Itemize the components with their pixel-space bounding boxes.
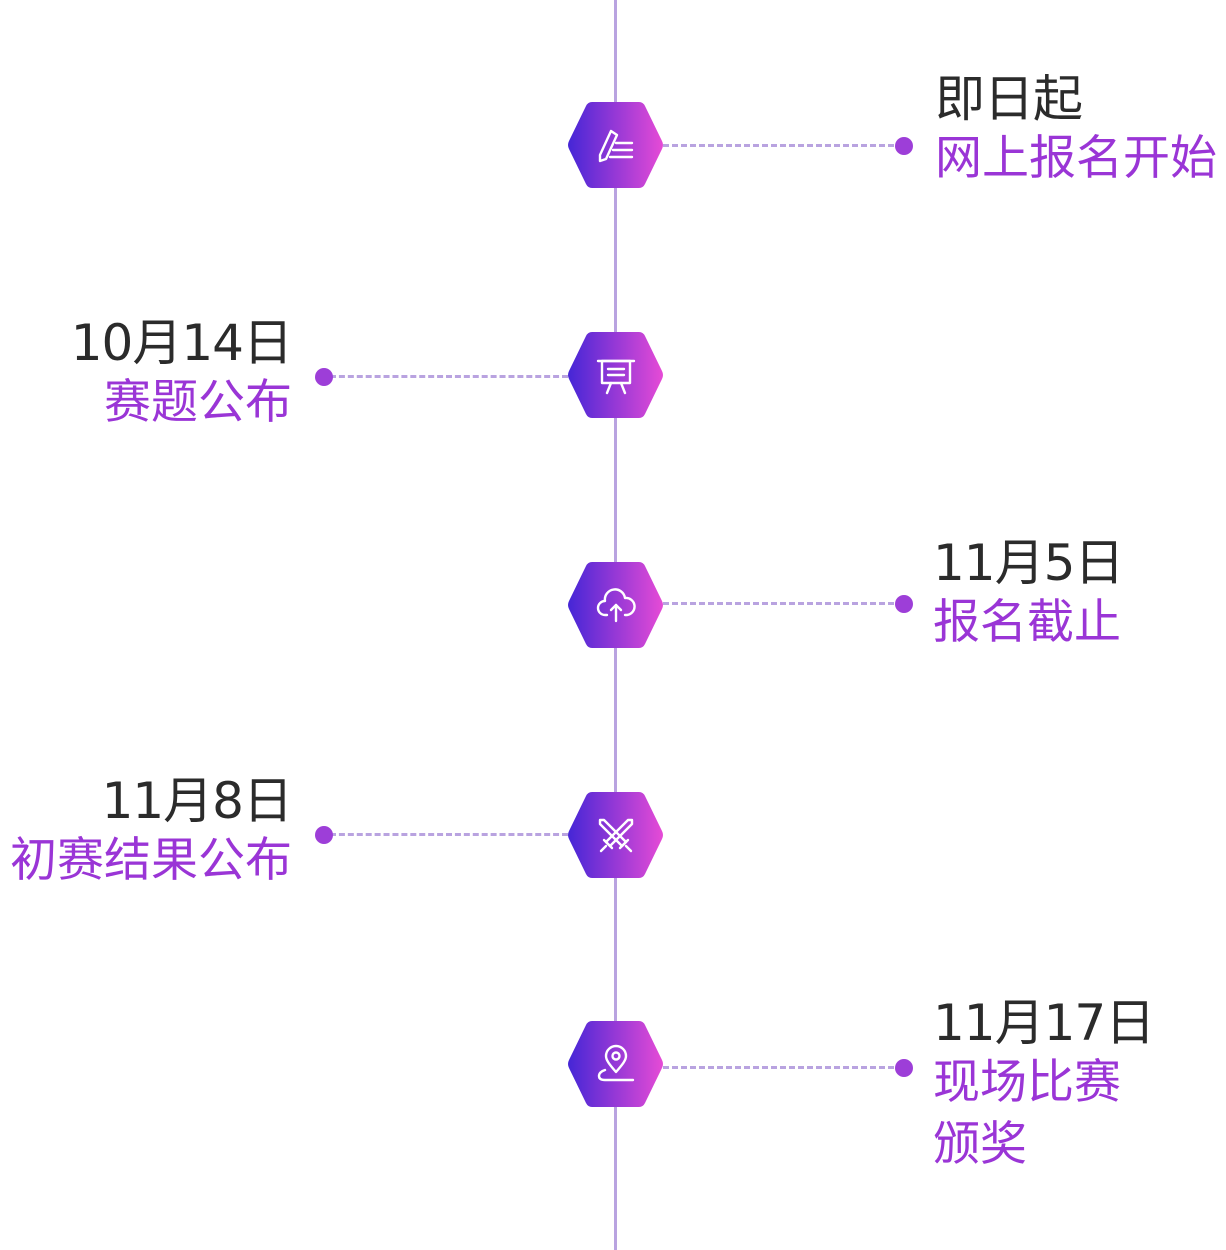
milestone-dot-4	[315, 826, 333, 844]
milestone-node-5	[568, 1021, 663, 1107]
milestone-node-1	[568, 102, 663, 188]
milestone-node-3	[568, 562, 663, 648]
connector-line-5	[663, 1066, 903, 1069]
milestone-dot-3	[895, 595, 913, 613]
hexagon-badge	[568, 1021, 663, 1107]
milestone-node-2	[568, 332, 663, 418]
milestone-dot-2	[315, 368, 333, 386]
connector-line-1	[663, 144, 903, 147]
milestone-label-3: 11月5日 报名截止	[933, 534, 1124, 654]
milestone-label-4: 11月8日 初赛结果公布	[10, 772, 293, 892]
milestone-desc: 现场比赛 颁奖	[933, 1055, 1121, 1172]
connector-line-3	[663, 602, 903, 605]
milestone-desc: 报名截止	[933, 595, 1121, 650]
milestone-dot-1	[895, 137, 913, 155]
milestone-desc: 网上报名开始	[935, 131, 1217, 186]
connector-line-2	[330, 375, 568, 378]
milestone-date: 11月5日	[933, 534, 1124, 592]
hexagon-badge	[568, 102, 663, 188]
milestone-node-4	[568, 792, 663, 878]
milestone-label-2: 10月14日 赛题公布	[70, 314, 293, 434]
milestone-date: 即日起	[935, 70, 1083, 128]
milestone-label-5: 11月17日 现场比赛 颁奖	[933, 994, 1155, 1176]
milestone-desc: 赛题公布	[104, 375, 292, 430]
presentation-board-icon	[596, 359, 636, 395]
connector-line-4	[330, 833, 568, 836]
cloud-upload-icon	[596, 588, 636, 623]
location-pin-icon	[597, 1044, 635, 1082]
milestone-dot-5	[895, 1059, 913, 1077]
crossed-swords-icon	[598, 818, 634, 853]
hexagon-badge	[568, 792, 663, 878]
milestone-date: 11月8日	[101, 772, 293, 830]
milestone-date: 11月17日	[933, 994, 1155, 1052]
milestone-label-1: 即日起 网上报名开始	[935, 70, 1217, 190]
edit-list-icon	[598, 129, 634, 163]
milestone-date: 10月14日	[70, 314, 293, 372]
milestone-desc: 初赛结果公布	[10, 833, 292, 888]
